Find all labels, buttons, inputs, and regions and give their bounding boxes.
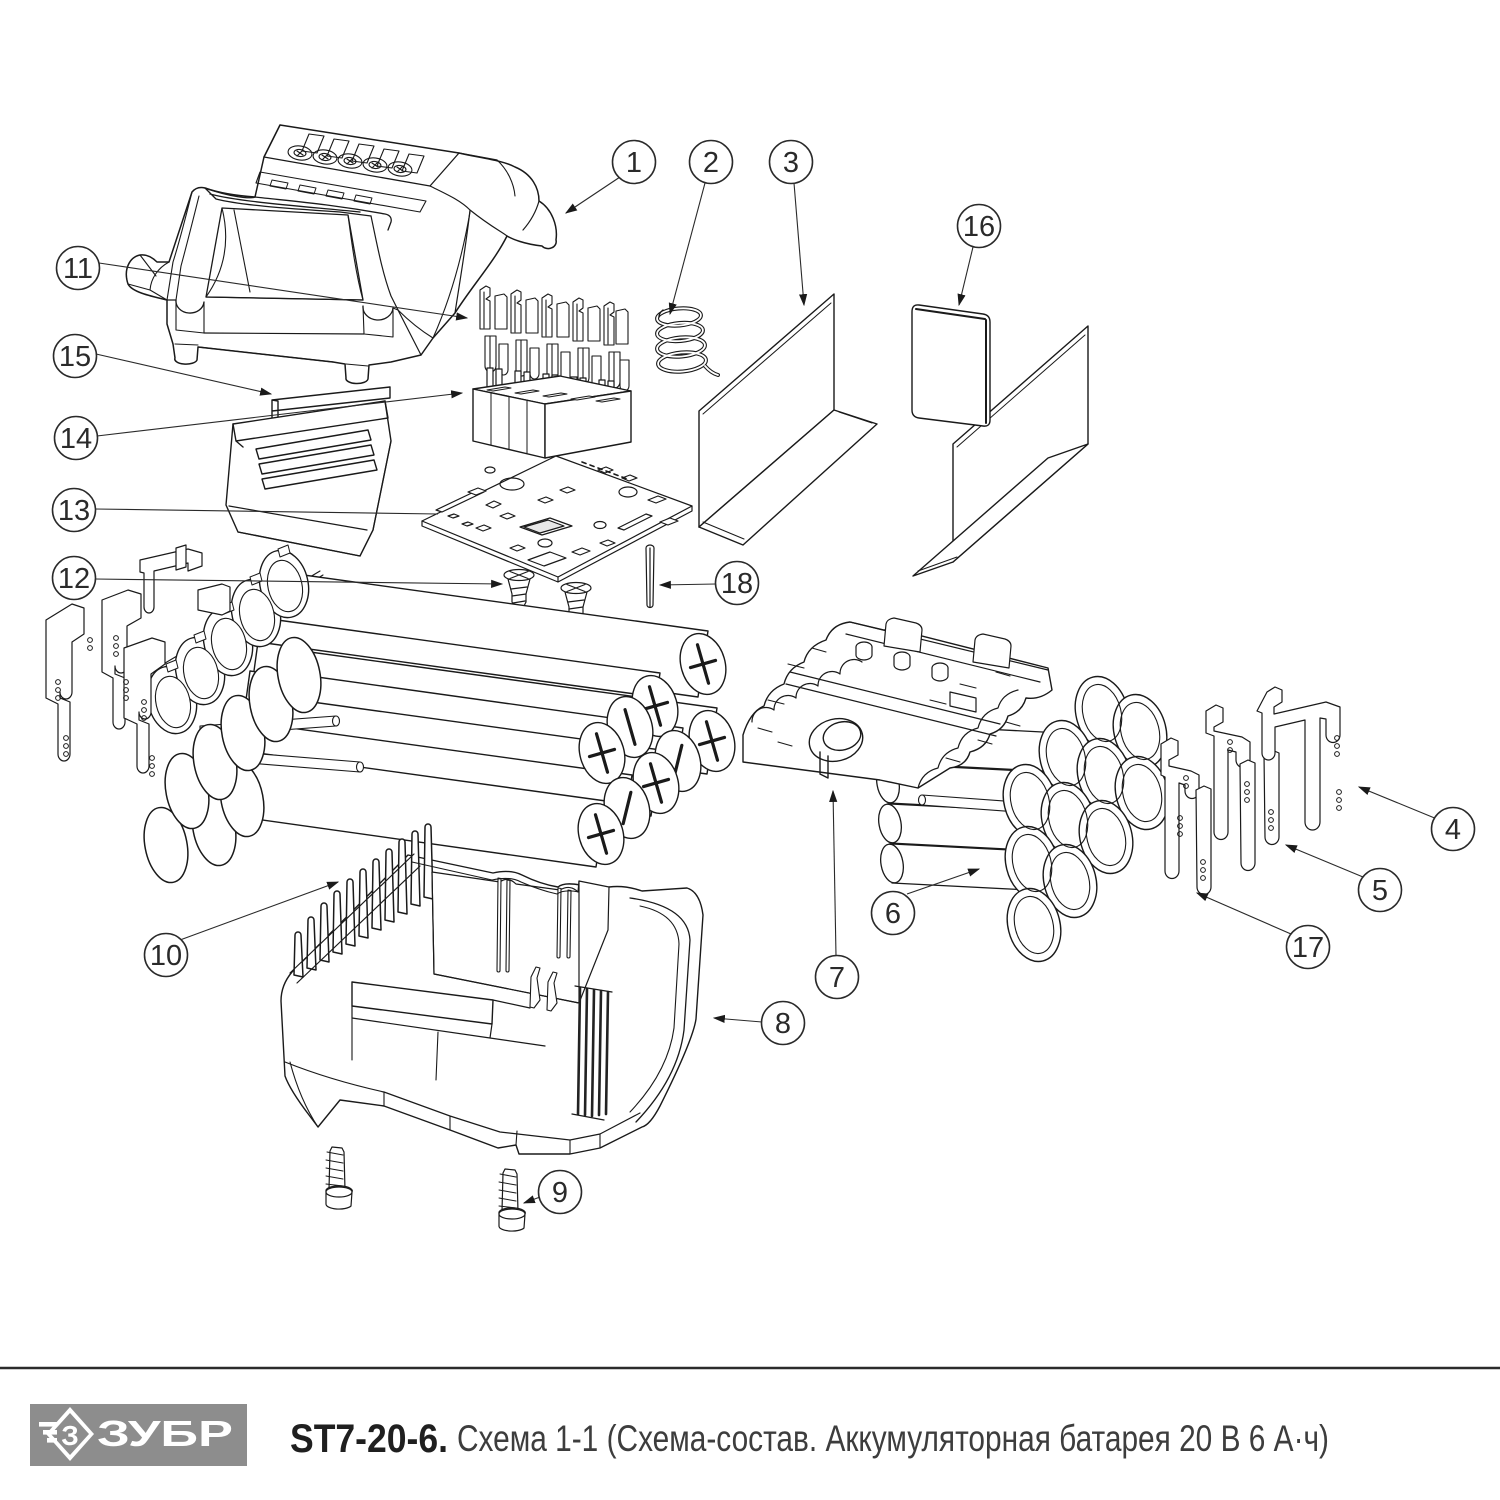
svg-text:5: 5 <box>1372 875 1388 907</box>
svg-text:8: 8 <box>775 1008 791 1040</box>
svg-text:15: 15 <box>59 341 91 373</box>
svg-text:2: 2 <box>703 147 719 179</box>
svg-text:4: 4 <box>1445 814 1461 846</box>
svg-text:ST7-20-6.: ST7-20-6. <box>290 1417 448 1461</box>
svg-text:13: 13 <box>58 495 90 527</box>
svg-text:18: 18 <box>721 568 753 600</box>
svg-text:ЗУБР: ЗУБР <box>97 1413 233 1454</box>
svg-text:11: 11 <box>63 253 93 285</box>
svg-text:14: 14 <box>60 423 92 455</box>
svg-text:3: 3 <box>783 147 799 179</box>
svg-text:7: 7 <box>829 962 845 994</box>
svg-text:17: 17 <box>1292 932 1324 964</box>
svg-text:10: 10 <box>150 940 182 972</box>
svg-text:9: 9 <box>552 1177 568 1209</box>
svg-text:12: 12 <box>58 563 90 595</box>
svg-text:Схема 1-1 (Схема-состав. Аккум: Схема 1-1 (Схема-состав. Аккумуляторная … <box>457 1418 1329 1459</box>
svg-text:16: 16 <box>963 211 995 243</box>
svg-text:З: З <box>61 1420 79 1451</box>
svg-text:1: 1 <box>626 147 642 179</box>
svg-text:6: 6 <box>885 898 901 930</box>
